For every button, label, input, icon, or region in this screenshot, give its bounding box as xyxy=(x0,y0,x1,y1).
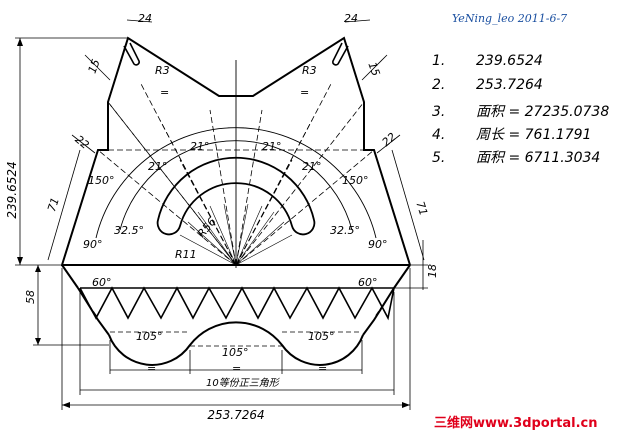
dim-angle-60-left: 60° xyxy=(92,276,112,289)
dim-arc-105-left: 105° xyxy=(136,330,163,343)
dim-band-18: 18 xyxy=(426,264,439,278)
slot-left xyxy=(123,42,140,66)
dim-angle-150-right: 150° xyxy=(342,174,369,187)
dim-lower-58: 58 xyxy=(24,290,37,304)
dim-equal-c: = xyxy=(318,362,327,375)
dim-width-total: 253.7264 xyxy=(207,408,264,422)
result-line-2: 2. 253.7264 xyxy=(432,77,543,93)
result-number: 2. xyxy=(432,77,446,93)
result-line-3: 3. 面积 = 27235.0738 xyxy=(432,101,609,121)
result-number: 3. xyxy=(432,104,446,120)
result-line-4: 4. 周长 = 761.1791 xyxy=(432,124,591,144)
dim-angle-21-b: 21° xyxy=(262,140,282,153)
result-number: 5. xyxy=(432,150,446,166)
dim-equal-b: = xyxy=(232,362,241,375)
watermark-site-name: 三维网 xyxy=(434,416,474,431)
dim-triangles-note: 10等份正三角形 xyxy=(206,377,281,389)
dim-radius-right: R3 xyxy=(302,64,317,77)
dim-side-left: 71 xyxy=(45,196,62,213)
result-number: 1. xyxy=(432,53,446,69)
dim-arc-105-right: 105° xyxy=(308,330,335,343)
dim-angle-21-c: 21° xyxy=(148,160,168,173)
dimension-lines xyxy=(15,19,428,410)
dim-angle-60-right: 60° xyxy=(358,276,378,289)
fan-lines xyxy=(179,203,293,266)
dim-side-right: 71 xyxy=(413,200,430,217)
result-value: 253.7264 xyxy=(476,77,543,93)
lower-construction xyxy=(61,264,411,347)
result-number: 4. xyxy=(432,127,446,143)
result-value: 239.6524 xyxy=(476,53,543,69)
dim-angle-21-d: 21° xyxy=(302,160,322,173)
dim-angle-90-right: 90° xyxy=(368,238,388,251)
dim-arc-r11: R11 xyxy=(175,248,197,261)
dim-arc-105-center: 105° xyxy=(222,346,249,359)
result-value: 周长 = 761.1791 xyxy=(476,127,592,143)
result-value: 面积 = 27235.0738 xyxy=(476,104,610,120)
dim-slot-depth-left: 15 xyxy=(86,57,103,75)
dim-equal-e: = xyxy=(300,86,309,99)
dim-chamfer-left: 22 xyxy=(72,133,91,152)
slot-right xyxy=(332,42,349,66)
dim-angle-32-right: 32.5° xyxy=(330,224,360,237)
dim-slot-depth-right: 15 xyxy=(365,60,382,78)
dimension-arrows xyxy=(17,38,410,408)
arc-slot xyxy=(156,156,316,236)
radial-arcs xyxy=(95,127,377,239)
watermark: 三维网www.3dportal.cn xyxy=(434,412,598,431)
dim-angle-32-left: 32.5° xyxy=(114,224,144,237)
dim-chamfer-right: 22 xyxy=(380,130,399,149)
result-line-1: 1. 239.6524 xyxy=(432,53,543,69)
result-line-5: 5. 面积 = 6711.3034 xyxy=(432,147,600,167)
triangle-teeth xyxy=(79,286,395,321)
dimension-texts: 24 24 15 15 R3 R3 239.6524 22 22 150° 15… xyxy=(5,12,439,422)
dim-equal-d: = xyxy=(160,86,169,99)
dim-slot-width-left: 24 xyxy=(138,12,152,25)
dim-angle-21-a: 21° xyxy=(190,140,210,153)
dim-equal-a: = xyxy=(147,362,156,375)
dim-height-total: 239.6524 xyxy=(5,161,19,218)
dim-angle-150-left: 150° xyxy=(88,174,115,187)
dim-slot-width-right: 24 xyxy=(344,12,358,25)
dim-radius-left: R3 xyxy=(155,64,170,77)
author-signature: YeNing_leo 2011-6-7 xyxy=(452,12,568,25)
dim-angle-90-left: 90° xyxy=(83,238,103,251)
watermark-url: www.3dportal.cn xyxy=(473,416,598,431)
result-value: 面积 = 6711.3034 xyxy=(476,150,601,166)
